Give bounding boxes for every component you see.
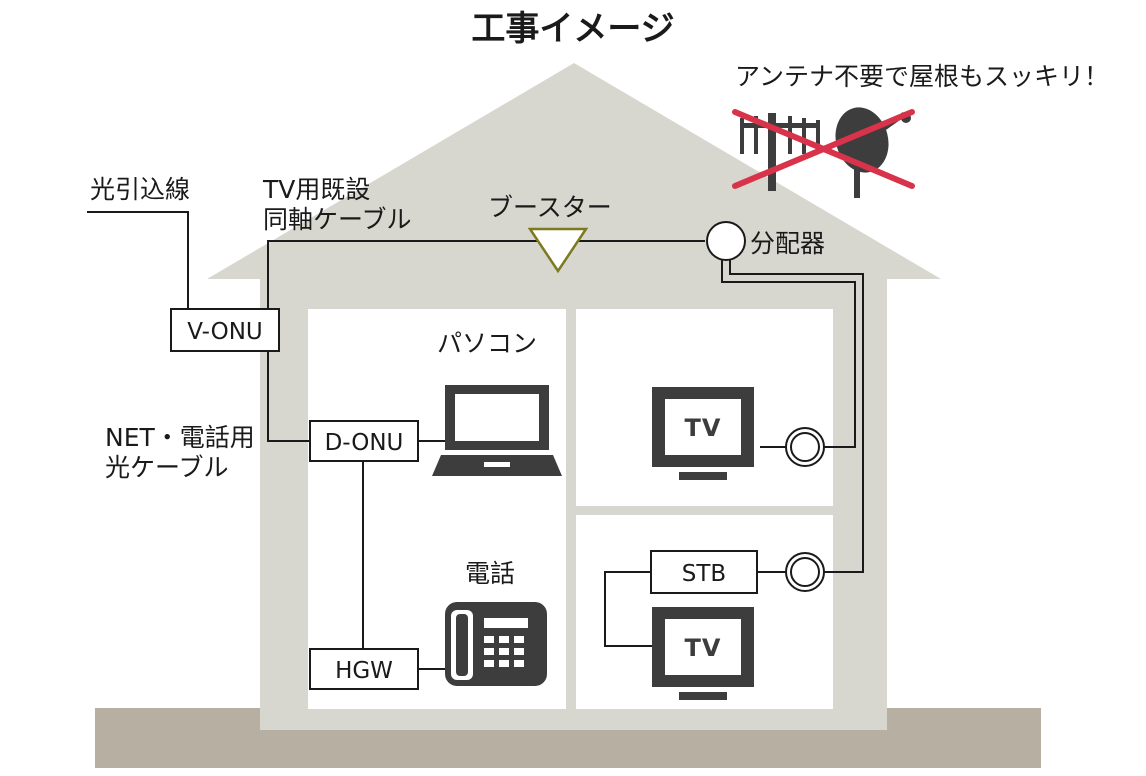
tv1-label: TV (685, 414, 722, 442)
house (207, 63, 941, 730)
cross-mark (732, 109, 915, 189)
desk-phone-icon (445, 602, 547, 686)
antenna-note: アンテナ不要で屋根もスッキリ！ (735, 62, 1109, 91)
label-fiber-lead-in: 光引込線 (90, 175, 190, 204)
laptop-icon (432, 385, 562, 476)
booster-icon (527, 227, 589, 274)
stb-label: STB (682, 561, 726, 587)
d-onu-box: D-ONU (309, 420, 419, 462)
wall-outlet-icon (785, 427, 825, 467)
splitter-icon (706, 221, 746, 261)
label-net-phone-line2: 光ケーブル (105, 453, 229, 482)
wall-outlet-icon (785, 552, 825, 592)
v-onu-box: V-ONU (170, 308, 280, 352)
label-tv-coax-line2: 同軸ケーブル (263, 205, 412, 234)
d-onu-label: D-ONU (325, 430, 404, 456)
label-pc: パソコン (437, 329, 537, 358)
label-booster: ブースター (488, 193, 612, 222)
label-net-phone-line1: NET・電話用 (105, 423, 255, 452)
hgw-box: HGW (309, 648, 419, 690)
tv-icon: TV (652, 607, 754, 700)
tv-icon: TV (652, 387, 754, 480)
label-splitter: 分配器 (750, 229, 825, 258)
label-phone: 電話 (465, 559, 515, 588)
label-tv-coax-line1: TV用既設 (262, 175, 370, 204)
hgw-label: HGW (335, 658, 393, 684)
page-title: 工事イメージ (471, 9, 674, 49)
tv2-label: TV (685, 634, 722, 662)
stb-box: STB (650, 550, 758, 594)
v-onu-label: V-ONU (187, 319, 262, 345)
